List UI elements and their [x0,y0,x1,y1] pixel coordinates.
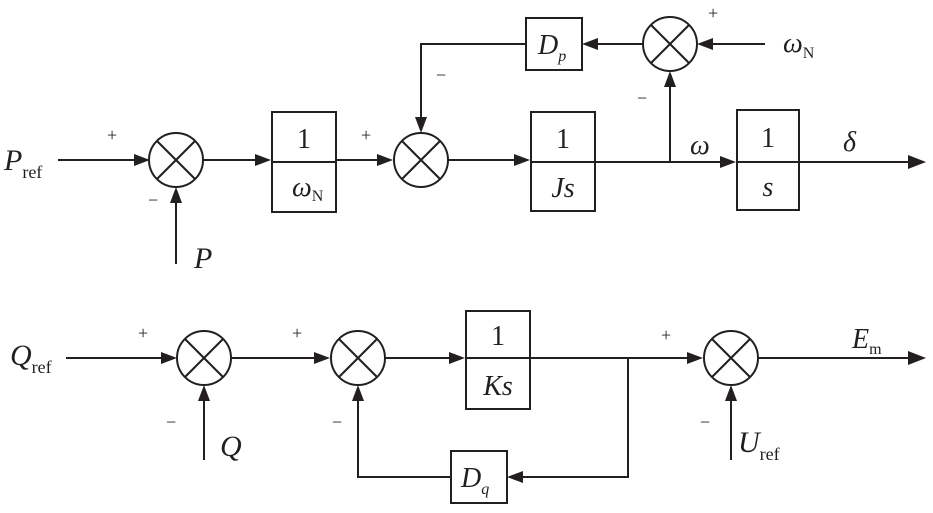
sum3-to-dp-arrowhead [582,38,598,50]
block4-denominator: Ks [482,371,513,402]
u-ref-input-arrowhead [725,385,737,401]
sum1-to-block1-arrowhead [255,154,271,166]
sum4-minus-sign: − [166,412,176,432]
block4-numerator: 1 [491,321,505,352]
block1-to-sum2-arrowhead [377,154,393,166]
damping-block-dp [525,17,583,71]
q-ref-arrowhead [161,352,177,364]
block2-numerator: 1 [556,124,570,155]
omega-label: ω [690,130,710,161]
block1-denominator: ωN [292,172,324,205]
dq-feedback-arrowhead [352,385,364,401]
integrator-block [736,109,800,211]
omega-arrowhead [720,156,736,168]
p-ref-arrowhead [134,154,150,166]
dp-label: Dp [537,30,566,65]
q-ref-label: Qref [10,339,52,377]
q-label: Q [220,430,242,463]
gain-block-inverse-js [530,111,596,212]
sum-junction-6 [703,330,759,386]
block2-denominator: Js [551,173,574,204]
dq-label: Dq [460,463,489,498]
sum5-minus-sign: − [332,412,342,432]
block3-denominator: s [763,172,774,203]
gain-block-inverse-omega-n [271,111,337,213]
dp-feedback-arrowhead [415,117,427,133]
delta-label: δ [843,127,857,158]
sum-junction-2 [393,132,449,188]
dp-feedback-line [420,43,526,120]
dq-branch-line [520,358,629,478]
sum-junction-3 [642,16,698,72]
em-output-arrowhead [908,351,926,365]
sum1-plus-sign: + [107,125,117,145]
sum-junction-5 [330,330,386,386]
dq-feedback-line [357,398,451,478]
dq-branch-arrowhead [507,471,523,483]
gain-block-inverse-ks [465,310,531,410]
sum3-plus-sign: + [708,3,718,23]
sum5-to-block4-arrowhead [449,352,465,364]
em-label: Em [851,324,882,358]
sum1-minus-sign: − [148,190,158,210]
sum2-plus-sign: + [361,125,371,145]
delta-output-arrowhead [908,155,926,169]
sum2-to-block2-arrowhead [514,154,530,166]
sum4-plus-sign: + [138,323,148,343]
sum2-minus-sign: − [436,65,446,85]
block3-numerator: 1 [761,123,775,154]
damping-block-dq [450,450,508,504]
sum3-minus-sign: − [637,88,647,108]
p-label: P [193,242,212,275]
q-input-arrowhead [198,385,210,401]
block1-numerator: 1 [297,124,311,155]
sum-junction-4 [176,330,232,386]
p-input-arrowhead [170,187,182,203]
omega-n-input-arrowhead [697,38,713,50]
sum-junction-1 [148,132,204,188]
sum6-minus-sign: − [700,412,710,432]
u-ref-label: Uref [738,426,780,464]
omega-branch-arrowhead [664,71,676,87]
omega-n-input-label: ωN [783,28,815,62]
block4-to-sum6-arrowhead [687,352,703,364]
p-ref-label: Pref [3,144,42,182]
sum5-plus-sign: + [292,323,302,343]
sum6-plus-sign: + [661,325,671,345]
sum4-to-sum5-arrowhead [314,352,330,364]
